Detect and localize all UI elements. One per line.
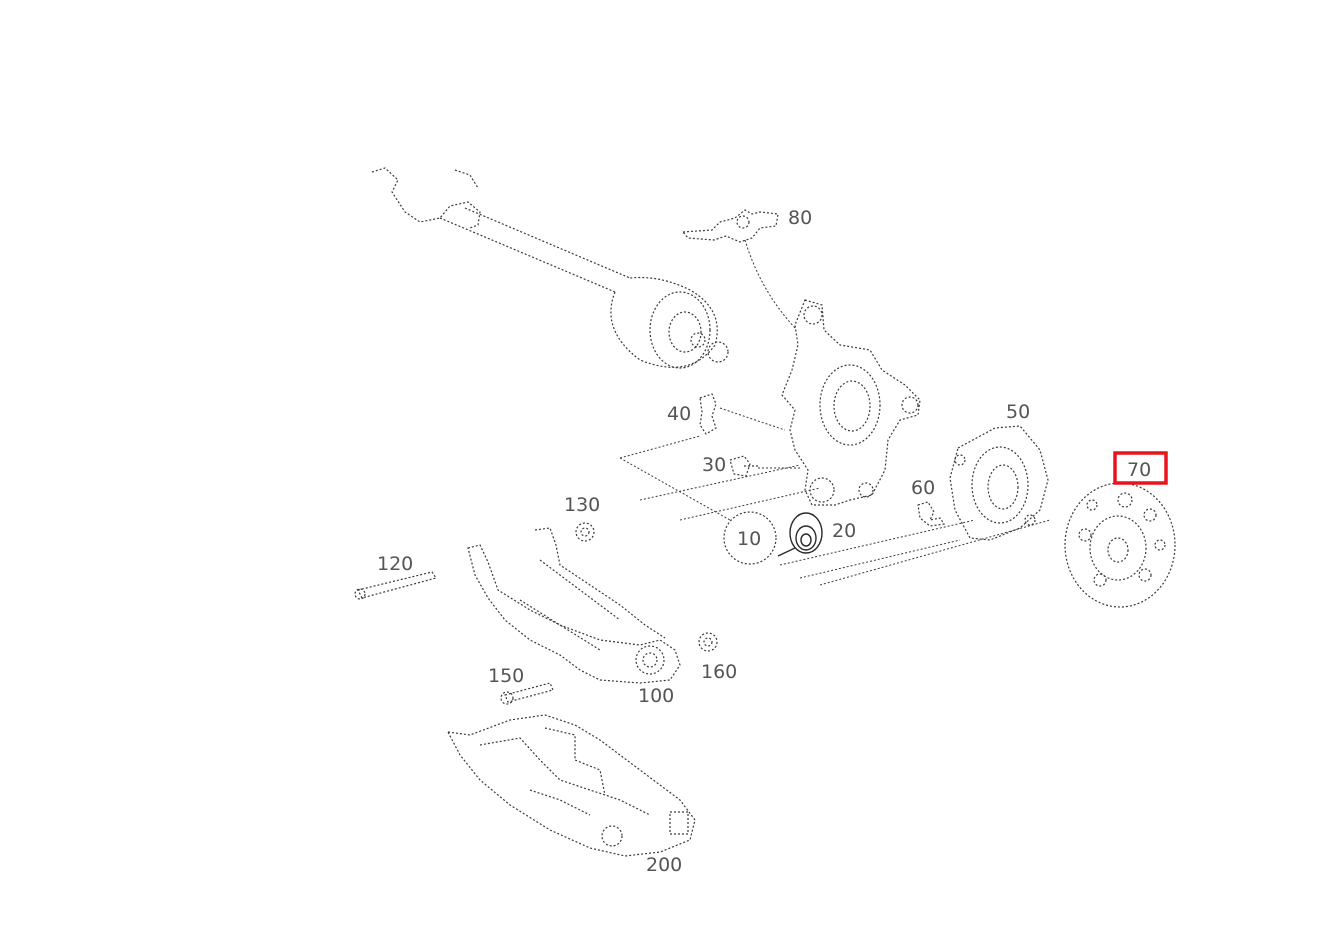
cover-200[interactable] [446,714,696,857]
leader-80 [744,239,796,329]
callout-label-130[interactable]: 130 [564,494,600,516]
callout-label-40[interactable]: 40 [667,403,691,425]
callout-label-80[interactable]: 80 [788,207,812,229]
control-arm-100[interactable] [467,527,681,684]
callout-label-70[interactable]: 70 [1127,459,1151,481]
callout-label-50[interactable]: 50 [1006,401,1030,423]
callout-label-100[interactable]: 100 [638,685,674,707]
drive-shaft[interactable] [371,167,729,369]
callout-70-highlight[interactable]: 70 [1113,451,1168,485]
wheel-carrier[interactable] [781,299,921,506]
callout-label-160[interactable]: 160 [701,661,737,683]
bolt-150[interactable] [500,682,554,705]
bolt-80[interactable] [681,209,779,243]
callout-label-20[interactable]: 20 [832,520,856,542]
highlight-box [1113,451,1168,485]
callout-label-200[interactable]: 200 [646,854,682,876]
callout-label-10[interactable]: 10 [737,528,761,550]
leader-40 [719,407,786,431]
wheel-bearing-50[interactable] [949,425,1049,541]
bushing-10[interactable] [723,511,777,565]
bushing-20[interactable] [777,512,823,557]
callout-label-60[interactable]: 60 [911,477,935,499]
callout-label-30[interactable]: 30 [702,454,726,476]
brake-disc-70[interactable] [1064,482,1176,608]
assembly-axis-lines [619,435,1051,586]
callout-label-120[interactable]: 120 [377,553,413,575]
callout-label-150[interactable]: 150 [488,665,524,687]
nut-160[interactable] [698,632,718,652]
bolt-30[interactable] [729,455,760,477]
nut-40[interactable] [699,393,717,435]
nut-130[interactable] [575,522,595,542]
bolt-120[interactable] [354,571,437,600]
bolt-60[interactable] [917,501,946,527]
